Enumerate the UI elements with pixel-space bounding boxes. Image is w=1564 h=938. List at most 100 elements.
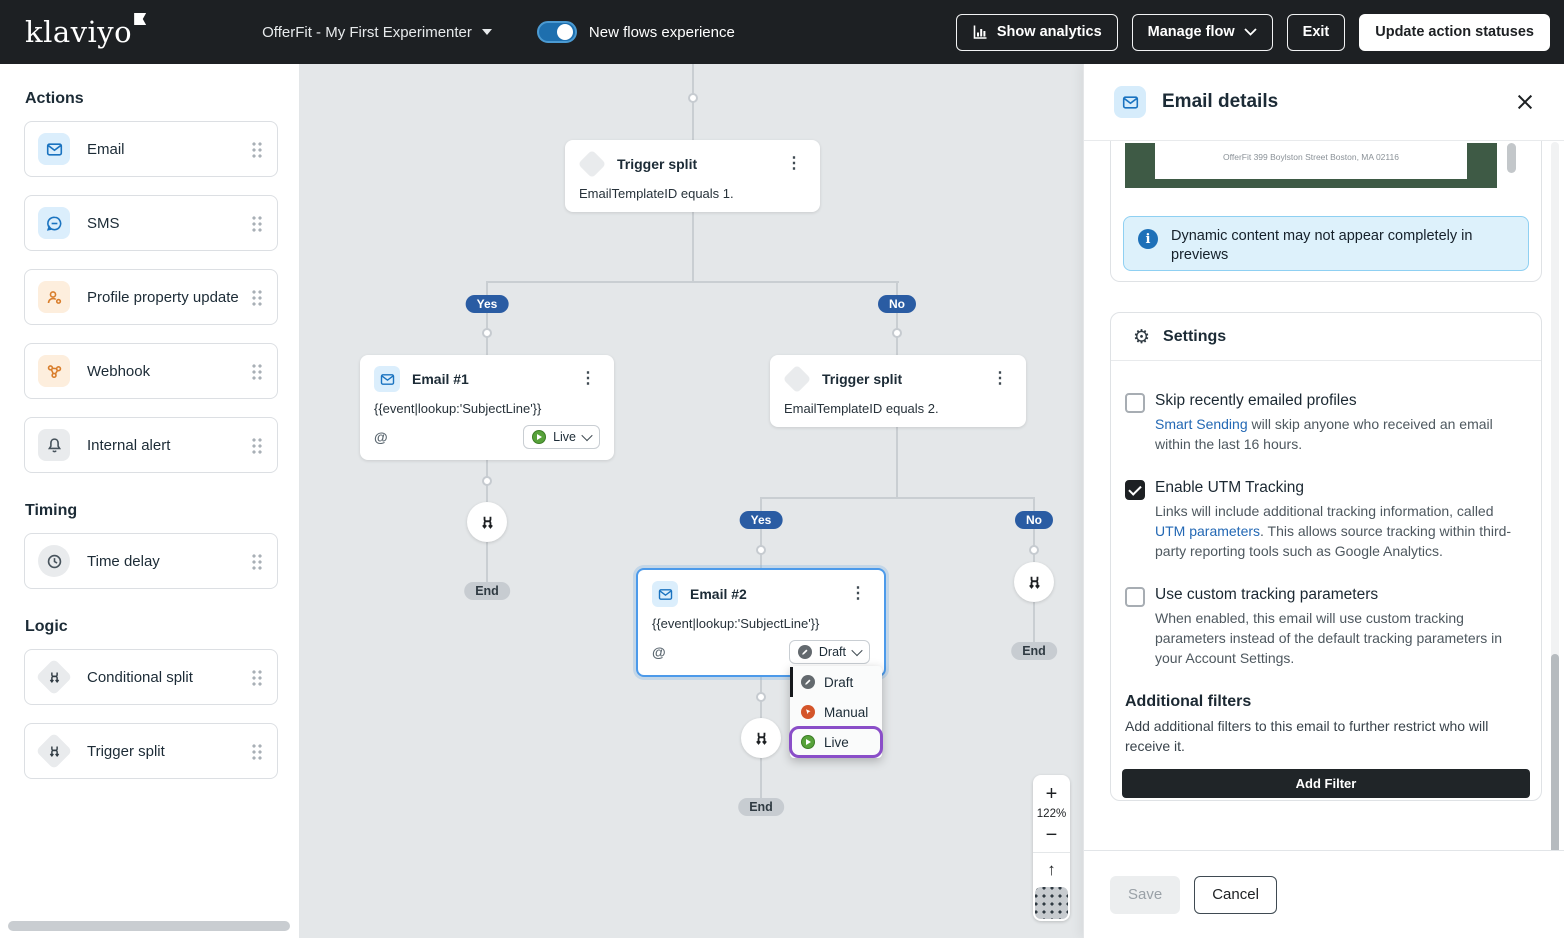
drag-handle-icon[interactable] [251, 742, 263, 760]
trigger-split-circle[interactable] [1014, 562, 1054, 602]
drag-handle-icon[interactable] [251, 552, 263, 570]
draft-status-icon [797, 645, 812, 659]
drag-handle-icon[interactable] [251, 214, 263, 232]
sidebar-item-time-delay[interactable]: Time delay [24, 533, 278, 589]
trigger-split-circle[interactable] [741, 718, 781, 758]
utm-parameters-link[interactable]: UTM parameters [1155, 523, 1261, 539]
grid-view-button[interactable] [1035, 887, 1068, 919]
show-analytics-button[interactable]: Show analytics [955, 13, 1118, 51]
sidebar-item-label: Time delay [87, 552, 160, 570]
live-status-icon [532, 430, 547, 444]
close-icon[interactable] [1514, 91, 1536, 113]
sidebar-item-label: SMS [87, 214, 120, 232]
node-subject: {{event|lookup:'SubjectLine'}} [374, 401, 542, 416]
split-icon [35, 658, 73, 696]
node-trigger-split-2[interactable]: Trigger split ⋮ EmailTemplateID equals 2… [770, 355, 1026, 427]
kebab-menu-icon[interactable]: ⋮ [992, 370, 1008, 387]
sidebar-item-profile-property-update[interactable]: Profile property update [24, 269, 278, 325]
sidebar-item-conditional-split[interactable]: Conditional split [24, 649, 278, 705]
setting-enable-utm-tracking: Enable UTM Tracking Links will include a… [1125, 479, 1521, 561]
menu-option-manual[interactable]: Manual [790, 697, 882, 727]
node-email-1[interactable]: Email #1 ⋮ {{event|lookup:'SubjectLine'}… [360, 355, 614, 460]
panel-title: Email details [1162, 91, 1279, 112]
update-action-statuses-button[interactable]: Update action statuses [1359, 13, 1550, 51]
drag-handle-icon[interactable] [251, 362, 263, 380]
panel-scrollbar[interactable] [1551, 654, 1559, 920]
flow-name: OfferFit - My First Experimenter [262, 23, 472, 41]
setting-use-custom-tracking: Use custom tracking parameters When enab… [1125, 586, 1521, 668]
end-badge: End [1011, 642, 1057, 660]
sidebar-item-label: Profile property update [87, 288, 239, 306]
menu-option-live[interactable]: Live [789, 726, 883, 758]
kebab-menu-icon[interactable]: ⋮ [786, 155, 802, 172]
status-chip-draft[interactable]: Draft [788, 640, 870, 664]
trigger-split-circle[interactable] [467, 502, 507, 542]
status-chip-live[interactable]: Live [523, 425, 600, 449]
node-trigger-split-1[interactable]: Trigger split ⋮ EmailTemplateID equals 1… [565, 140, 820, 212]
additional-filters-title: Additional filters [1125, 693, 1252, 710]
node-email-2[interactable]: Email #2 ⋮ {{event|lookup:'SubjectLine'}… [636, 568, 886, 677]
chevron-down-icon [851, 644, 863, 657]
live-status-icon [801, 735, 815, 749]
sidebar-item-sms[interactable]: SMS [24, 195, 278, 251]
manage-flow-button[interactable]: Manage flow [1131, 13, 1273, 51]
connector-dot[interactable] [892, 328, 902, 338]
node-title: Trigger split [617, 156, 698, 172]
branch-badge-no: No [878, 295, 916, 313]
sidebar-item-trigger-split[interactable]: Trigger split [24, 723, 278, 779]
checkbox-use-custom-tracking[interactable] [1125, 587, 1145, 607]
horizontal-scrollbar[interactable] [8, 921, 290, 931]
sidebar-item-internal-alert[interactable]: Internal alert [24, 417, 278, 473]
connector-dot[interactable] [688, 93, 698, 103]
connector-dot[interactable] [756, 545, 766, 555]
manual-status-icon [801, 705, 815, 719]
node-title: Email #2 [690, 586, 747, 602]
checkbox-skip-recently-emailed[interactable] [1125, 393, 1145, 413]
flow-canvas[interactable]: Yes No Yes No Trigger split ⋮ EmailTempl… [300, 64, 1083, 938]
drag-handle-icon[interactable] [251, 140, 263, 158]
drag-handle-icon[interactable] [251, 288, 263, 306]
sms-icon [38, 207, 70, 239]
smart-sending-link[interactable]: Smart Sending [1155, 416, 1248, 432]
email-preview-card: OfferFit 399 Boylston Street Boston, MA … [1110, 141, 1542, 282]
at-icon: @ [374, 429, 388, 445]
menu-option-draft[interactable]: Draft [790, 667, 882, 697]
section-heading-actions: Actions [25, 90, 84, 107]
drag-handle-icon[interactable] [251, 436, 263, 454]
branch-badge-yes: Yes [739, 511, 783, 529]
sidebar-item-label: Conditional split [87, 668, 193, 686]
zoom-out-button[interactable]: − [1033, 822, 1070, 848]
email-icon [1114, 86, 1146, 118]
zoom-controls: + 122% − ↑ [1033, 775, 1070, 921]
connector-dot[interactable] [482, 476, 492, 486]
split-icon [782, 364, 812, 394]
arrow-up-button[interactable]: ↑ [1033, 857, 1070, 883]
new-flows-toggle[interactable] [536, 21, 577, 43]
at-icon: @ [652, 644, 666, 660]
connector-dot[interactable] [756, 692, 766, 702]
kebab-menu-icon[interactable]: ⋮ [580, 370, 596, 387]
panel-footer: Save Cancel [1084, 850, 1564, 938]
actions-sidebar: Actions Email SMS Profile property updat… [0, 64, 300, 938]
save-button[interactable]: Save [1110, 875, 1181, 914]
sidebar-item-webhook[interactable]: Webhook [24, 343, 278, 399]
klaviyo-logo: klaviyo [25, 13, 147, 49]
toggle-label: New flows experience [588, 23, 735, 41]
exit-button[interactable]: Exit [1286, 13, 1346, 51]
sidebar-item-email[interactable]: Email [24, 121, 278, 177]
connector-dot[interactable] [1029, 545, 1039, 555]
preview-scrollbar[interactable] [1507, 143, 1516, 173]
flow-name-dropdown[interactable]: OfferFit - My First Experimenter [262, 24, 492, 41]
chevron-down-icon [1244, 28, 1257, 36]
section-heading-timing: Timing [25, 502, 78, 519]
kebab-menu-icon[interactable]: ⋮ [850, 585, 866, 602]
connector-dot[interactable] [482, 328, 492, 338]
email-icon [652, 581, 678, 607]
bell-icon [38, 429, 70, 461]
drag-handle-icon[interactable] [251, 668, 263, 686]
zoom-in-button[interactable]: + [1033, 781, 1070, 807]
checkbox-enable-utm-tracking[interactable] [1125, 480, 1145, 500]
cancel-button[interactable]: Cancel [1194, 875, 1277, 914]
add-filter-button[interactable]: Add Filter [1122, 769, 1530, 798]
node-title: Trigger split [822, 371, 903, 387]
